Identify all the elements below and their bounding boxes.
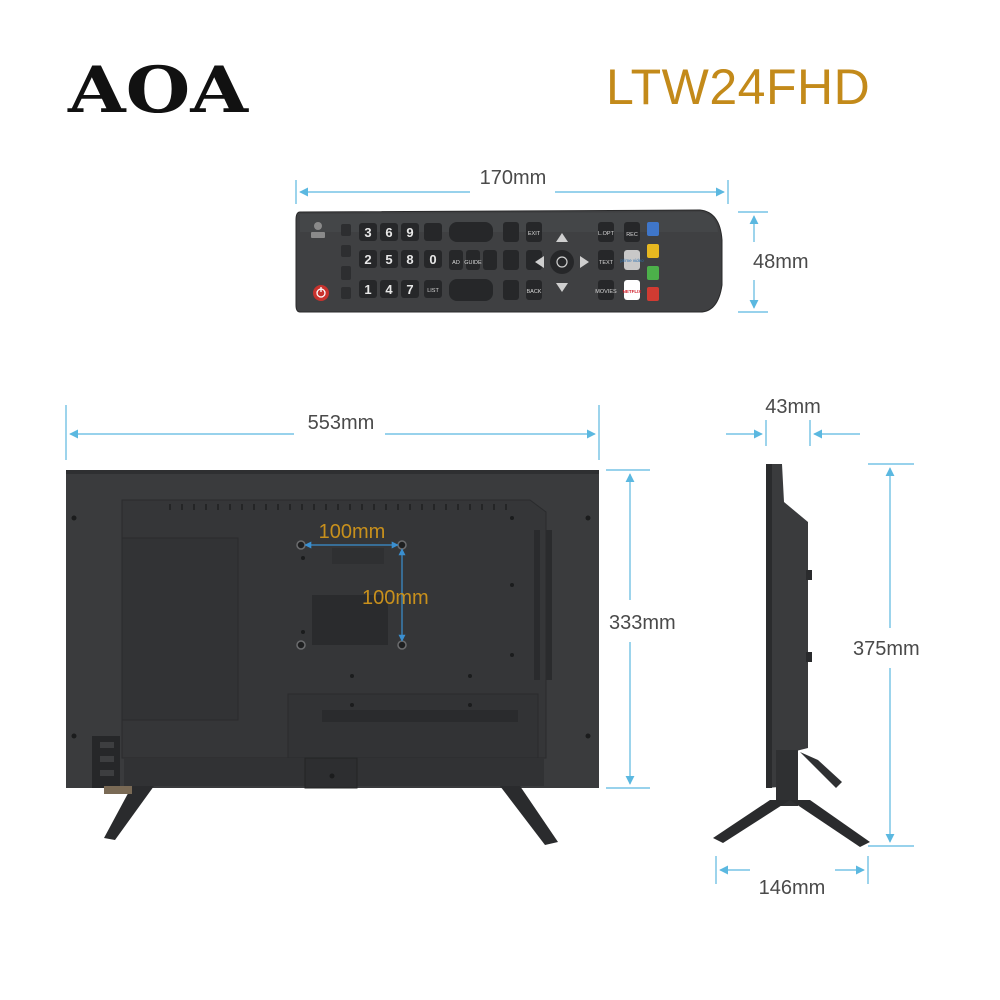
exit-button-label: EXIT (528, 231, 541, 237)
tv-side-view (713, 464, 870, 847)
remote-height-label: 48mm (753, 251, 809, 273)
brand-logo-text: AOA (67, 58, 250, 118)
key-0: 0 (429, 252, 436, 267)
key-2: 2 (364, 252, 371, 267)
tv-stand-depth-dimension: 146mm (715, 856, 869, 899)
model-number: LTW24FHD (606, 59, 871, 115)
key-7: 7 (406, 282, 413, 297)
tv-height-dimension: 333mm (606, 469, 676, 789)
key-5: 5 (385, 252, 392, 267)
tv-height-label: 333mm (609, 612, 676, 634)
text-button-label: TEXT (599, 260, 614, 266)
key-6: 6 (385, 225, 392, 240)
rec-button-label: REC (626, 232, 638, 238)
key-8: 8 (406, 252, 413, 267)
prime-video-label: prime video (620, 258, 644, 263)
top-vents (169, 504, 507, 510)
vesa-mount-holes (296, 540, 407, 650)
vesa-vertical-dimension: 100mm (362, 548, 429, 642)
movies-button-label: MOVIES (595, 289, 617, 295)
power-button (313, 285, 329, 301)
netflix-label: NETFLIX (623, 289, 642, 294)
remote-width-dimension: 170mm (295, 167, 729, 204)
tv-total-height-label: 375mm (853, 638, 920, 660)
vesa-horizontal-dimension: 100mm (304, 521, 399, 549)
tv-total-height-dimension: 375mm (853, 463, 920, 847)
list-button-label: LIST (427, 288, 439, 294)
tv-stand-depth-label: 146mm (759, 877, 826, 899)
tv-width-label: 553mm (308, 412, 375, 434)
lg-logo-icon (311, 222, 325, 238)
remote-width-label: 170mm (480, 167, 547, 189)
remote-height-dimension: 48mm (738, 211, 809, 313)
back-button-label: BACK (527, 289, 542, 295)
remote-center-keys: GUIDE AD EXIT BACK (449, 222, 542, 301)
vesa-vertical-label: 100mm (362, 587, 429, 609)
number-pad: 3 6 9 2 5 8 0 1 4 7 LIST (359, 223, 442, 298)
remote-right-keys: L.OPT TEXT MOVIES REC prime video NETFLI… (595, 222, 644, 300)
tv-width-dimension: 553mm (65, 405, 600, 460)
brand-logo: AOA (67, 58, 250, 118)
color-buttons (647, 222, 659, 301)
key-4: 4 (385, 282, 393, 297)
guide-button-label: GUIDE (464, 260, 482, 266)
tv-depth-label: 43mm (765, 396, 821, 418)
key-1: 1 (364, 282, 371, 297)
lopt-button-label: L.OPT (598, 231, 615, 237)
dpad (535, 233, 589, 292)
small-side-buttons (341, 224, 351, 299)
key-9: 9 (406, 225, 413, 240)
tv-depth-dimension: 43mm (726, 396, 860, 446)
tv-back-view (66, 470, 599, 845)
key-3: 3 (364, 225, 371, 240)
tv-stand-feet (104, 786, 558, 845)
ad-button-label: AD (452, 260, 460, 266)
screws (71, 515, 591, 779)
remote-control: 3 6 9 2 5 8 0 1 4 7 LIST GUIDE AD (295, 209, 723, 313)
vesa-horizontal-label: 100mm (319, 521, 386, 543)
